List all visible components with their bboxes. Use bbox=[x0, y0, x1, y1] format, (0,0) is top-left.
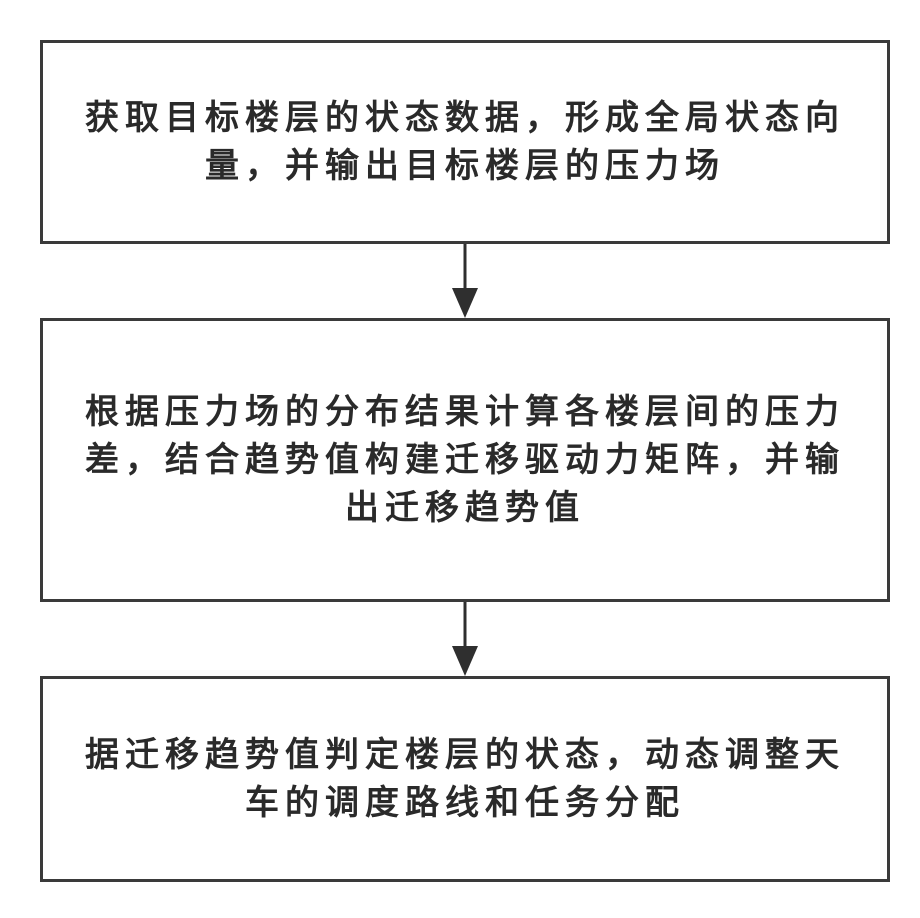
flowchart-step-1: 获取目标楼层的状态数据，形成全局状态向量，并输出目标楼层的压力场 bbox=[40, 40, 890, 244]
flowchart-step-3: 据迁移趋势值判定楼层的状态，动态调整天车的调度路线和任务分配 bbox=[40, 676, 890, 882]
step-1-text: 获取目标楼层的状态数据，形成全局状态向量，并输出目标楼层的压力场 bbox=[75, 94, 855, 191]
arrow-down-icon bbox=[452, 646, 478, 676]
arrow-1-line bbox=[464, 244, 467, 294]
arrow-2-line bbox=[464, 602, 467, 652]
step-3-text: 据迁移趋势值判定楼层的状态，动态调整天车的调度路线和任务分配 bbox=[75, 731, 855, 828]
flowchart-step-2: 根据压力场的分布结果计算各楼层间的压力差，结合趋势值构建迁移驱动力矩阵，并输出迁… bbox=[40, 318, 890, 602]
arrow-down-icon bbox=[452, 288, 478, 318]
step-2-text: 根据压力场的分布结果计算各楼层间的压力差，结合趋势值构建迁移驱动力矩阵，并输出迁… bbox=[75, 388, 855, 533]
